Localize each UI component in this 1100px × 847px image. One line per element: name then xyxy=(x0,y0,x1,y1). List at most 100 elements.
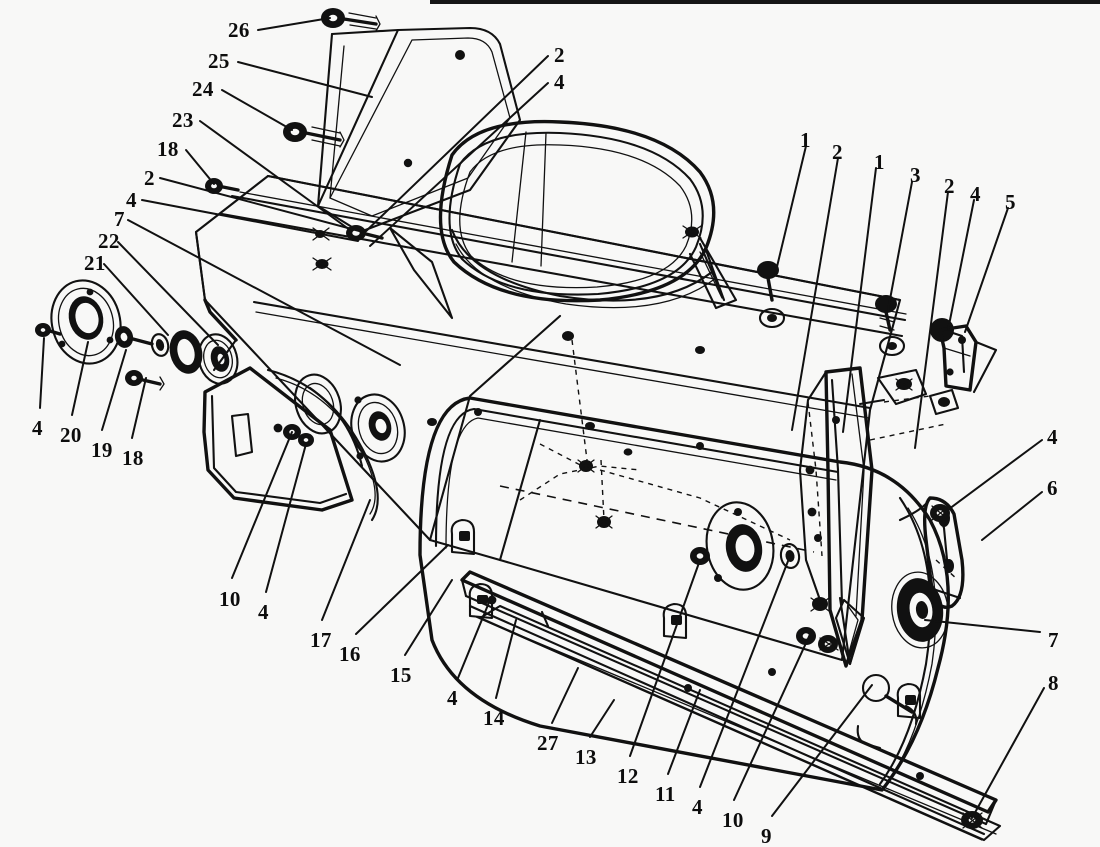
bolt-26 xyxy=(321,8,381,32)
callout-number: 20 xyxy=(60,423,82,447)
top-right-fastener-group xyxy=(757,261,998,394)
leader-line xyxy=(237,61,373,98)
callout-number: 4 xyxy=(554,70,565,94)
leader-line xyxy=(629,559,701,757)
callout-number: 2 xyxy=(944,174,955,198)
auger-gearbox-flange xyxy=(690,501,801,591)
leader-line xyxy=(947,199,975,331)
callout-number: 21 xyxy=(84,251,106,275)
auger-centerline-fasteners xyxy=(577,422,830,612)
scoop-inner-gusset xyxy=(834,596,866,666)
callout-number: 10 xyxy=(219,587,241,611)
leader-line xyxy=(699,555,791,788)
leader-line xyxy=(71,341,89,416)
chute-opening xyxy=(438,119,717,309)
leader-line xyxy=(404,579,453,656)
callout-number: 19 xyxy=(91,438,113,462)
leader-line xyxy=(231,431,293,579)
callout-number: 27 xyxy=(537,731,559,755)
upper-deck-fasteners xyxy=(312,225,705,426)
leader-line xyxy=(257,17,331,31)
leader-line xyxy=(924,619,1041,633)
auger-scoop-shell xyxy=(418,396,950,792)
callout-number: 11 xyxy=(655,782,676,806)
leader-line xyxy=(774,145,807,276)
scraper-bar xyxy=(460,570,1002,842)
callout-number: 18 xyxy=(122,446,144,470)
callout-number: 16 xyxy=(339,642,361,666)
right-inner-side-wall xyxy=(798,366,874,668)
chute-backing-plate xyxy=(316,26,522,234)
callout-number: 25 xyxy=(208,49,230,73)
leader-line xyxy=(361,55,549,236)
callout-number: 5 xyxy=(1005,190,1016,214)
callout-number: 17 xyxy=(310,628,332,652)
callout-number: 12 xyxy=(617,764,639,788)
auger-housing-upper-panel xyxy=(194,174,907,662)
callout-number: 4 xyxy=(32,416,43,440)
leader-line xyxy=(495,619,517,699)
callout-number: 26 xyxy=(228,18,250,42)
leader-line xyxy=(971,687,1045,819)
callout-number: 23 xyxy=(172,108,194,132)
housing-gussets xyxy=(388,226,738,320)
callout-number: 4 xyxy=(126,188,137,212)
callout-number: 7 xyxy=(1048,628,1059,652)
leader-line xyxy=(981,491,1043,541)
auger-centerline xyxy=(499,339,815,553)
callout-number: 18 xyxy=(157,137,179,161)
callout-number: 10 xyxy=(722,808,744,832)
header-rule xyxy=(430,0,1100,4)
callout-number: 4 xyxy=(1047,425,1058,449)
leader-line xyxy=(771,684,873,817)
leader-line xyxy=(39,337,45,409)
callout-number: 1 xyxy=(874,150,885,174)
leader-line xyxy=(589,699,615,738)
callout-number: 13 xyxy=(575,745,597,769)
callout-number: 9 xyxy=(761,824,772,847)
callout-number: 14 xyxy=(483,706,505,730)
callout-number: 4 xyxy=(447,686,458,710)
leader-line xyxy=(944,439,1043,513)
left-bearing-assembly xyxy=(35,279,239,391)
leader-line xyxy=(265,443,307,593)
callout-number: 8 xyxy=(1048,671,1059,695)
bolt-8 xyxy=(961,811,983,829)
callout-number: 2 xyxy=(832,140,843,164)
leader-line xyxy=(221,89,293,131)
leader-line xyxy=(842,167,877,433)
callout-number: 1 xyxy=(800,128,811,152)
leader-line xyxy=(101,349,127,431)
callout-number: 24 xyxy=(192,77,214,101)
leader-line xyxy=(185,149,215,185)
leader-line xyxy=(964,207,1009,333)
callout-number: 4 xyxy=(692,795,703,819)
leader-line xyxy=(551,667,579,724)
leader-line xyxy=(321,499,371,621)
leader-line xyxy=(199,120,351,231)
leader-line xyxy=(141,199,359,242)
right-seal-7 xyxy=(891,571,949,649)
leader-line xyxy=(103,263,169,336)
leader-line xyxy=(791,157,839,431)
leader-line xyxy=(159,177,364,233)
callout-number: 7 xyxy=(114,207,125,231)
callout-leader-lines xyxy=(39,17,1045,819)
leader-line xyxy=(457,599,491,679)
callout-number: 22 xyxy=(98,229,120,253)
callout-number: 3 xyxy=(910,163,921,187)
leader-line xyxy=(131,377,147,439)
leader-line xyxy=(127,219,401,366)
leader-line xyxy=(887,181,913,311)
leader-line xyxy=(117,241,219,346)
handle-pin-9 xyxy=(861,673,918,726)
callout-number: 6 xyxy=(1047,476,1058,500)
callout-number: 2 xyxy=(554,43,565,67)
callout-number: 4 xyxy=(970,182,981,206)
callout-number: 15 xyxy=(390,663,412,687)
leader-line xyxy=(355,544,449,635)
right-side-skid-bracket xyxy=(898,496,965,609)
leader-line xyxy=(914,191,949,449)
